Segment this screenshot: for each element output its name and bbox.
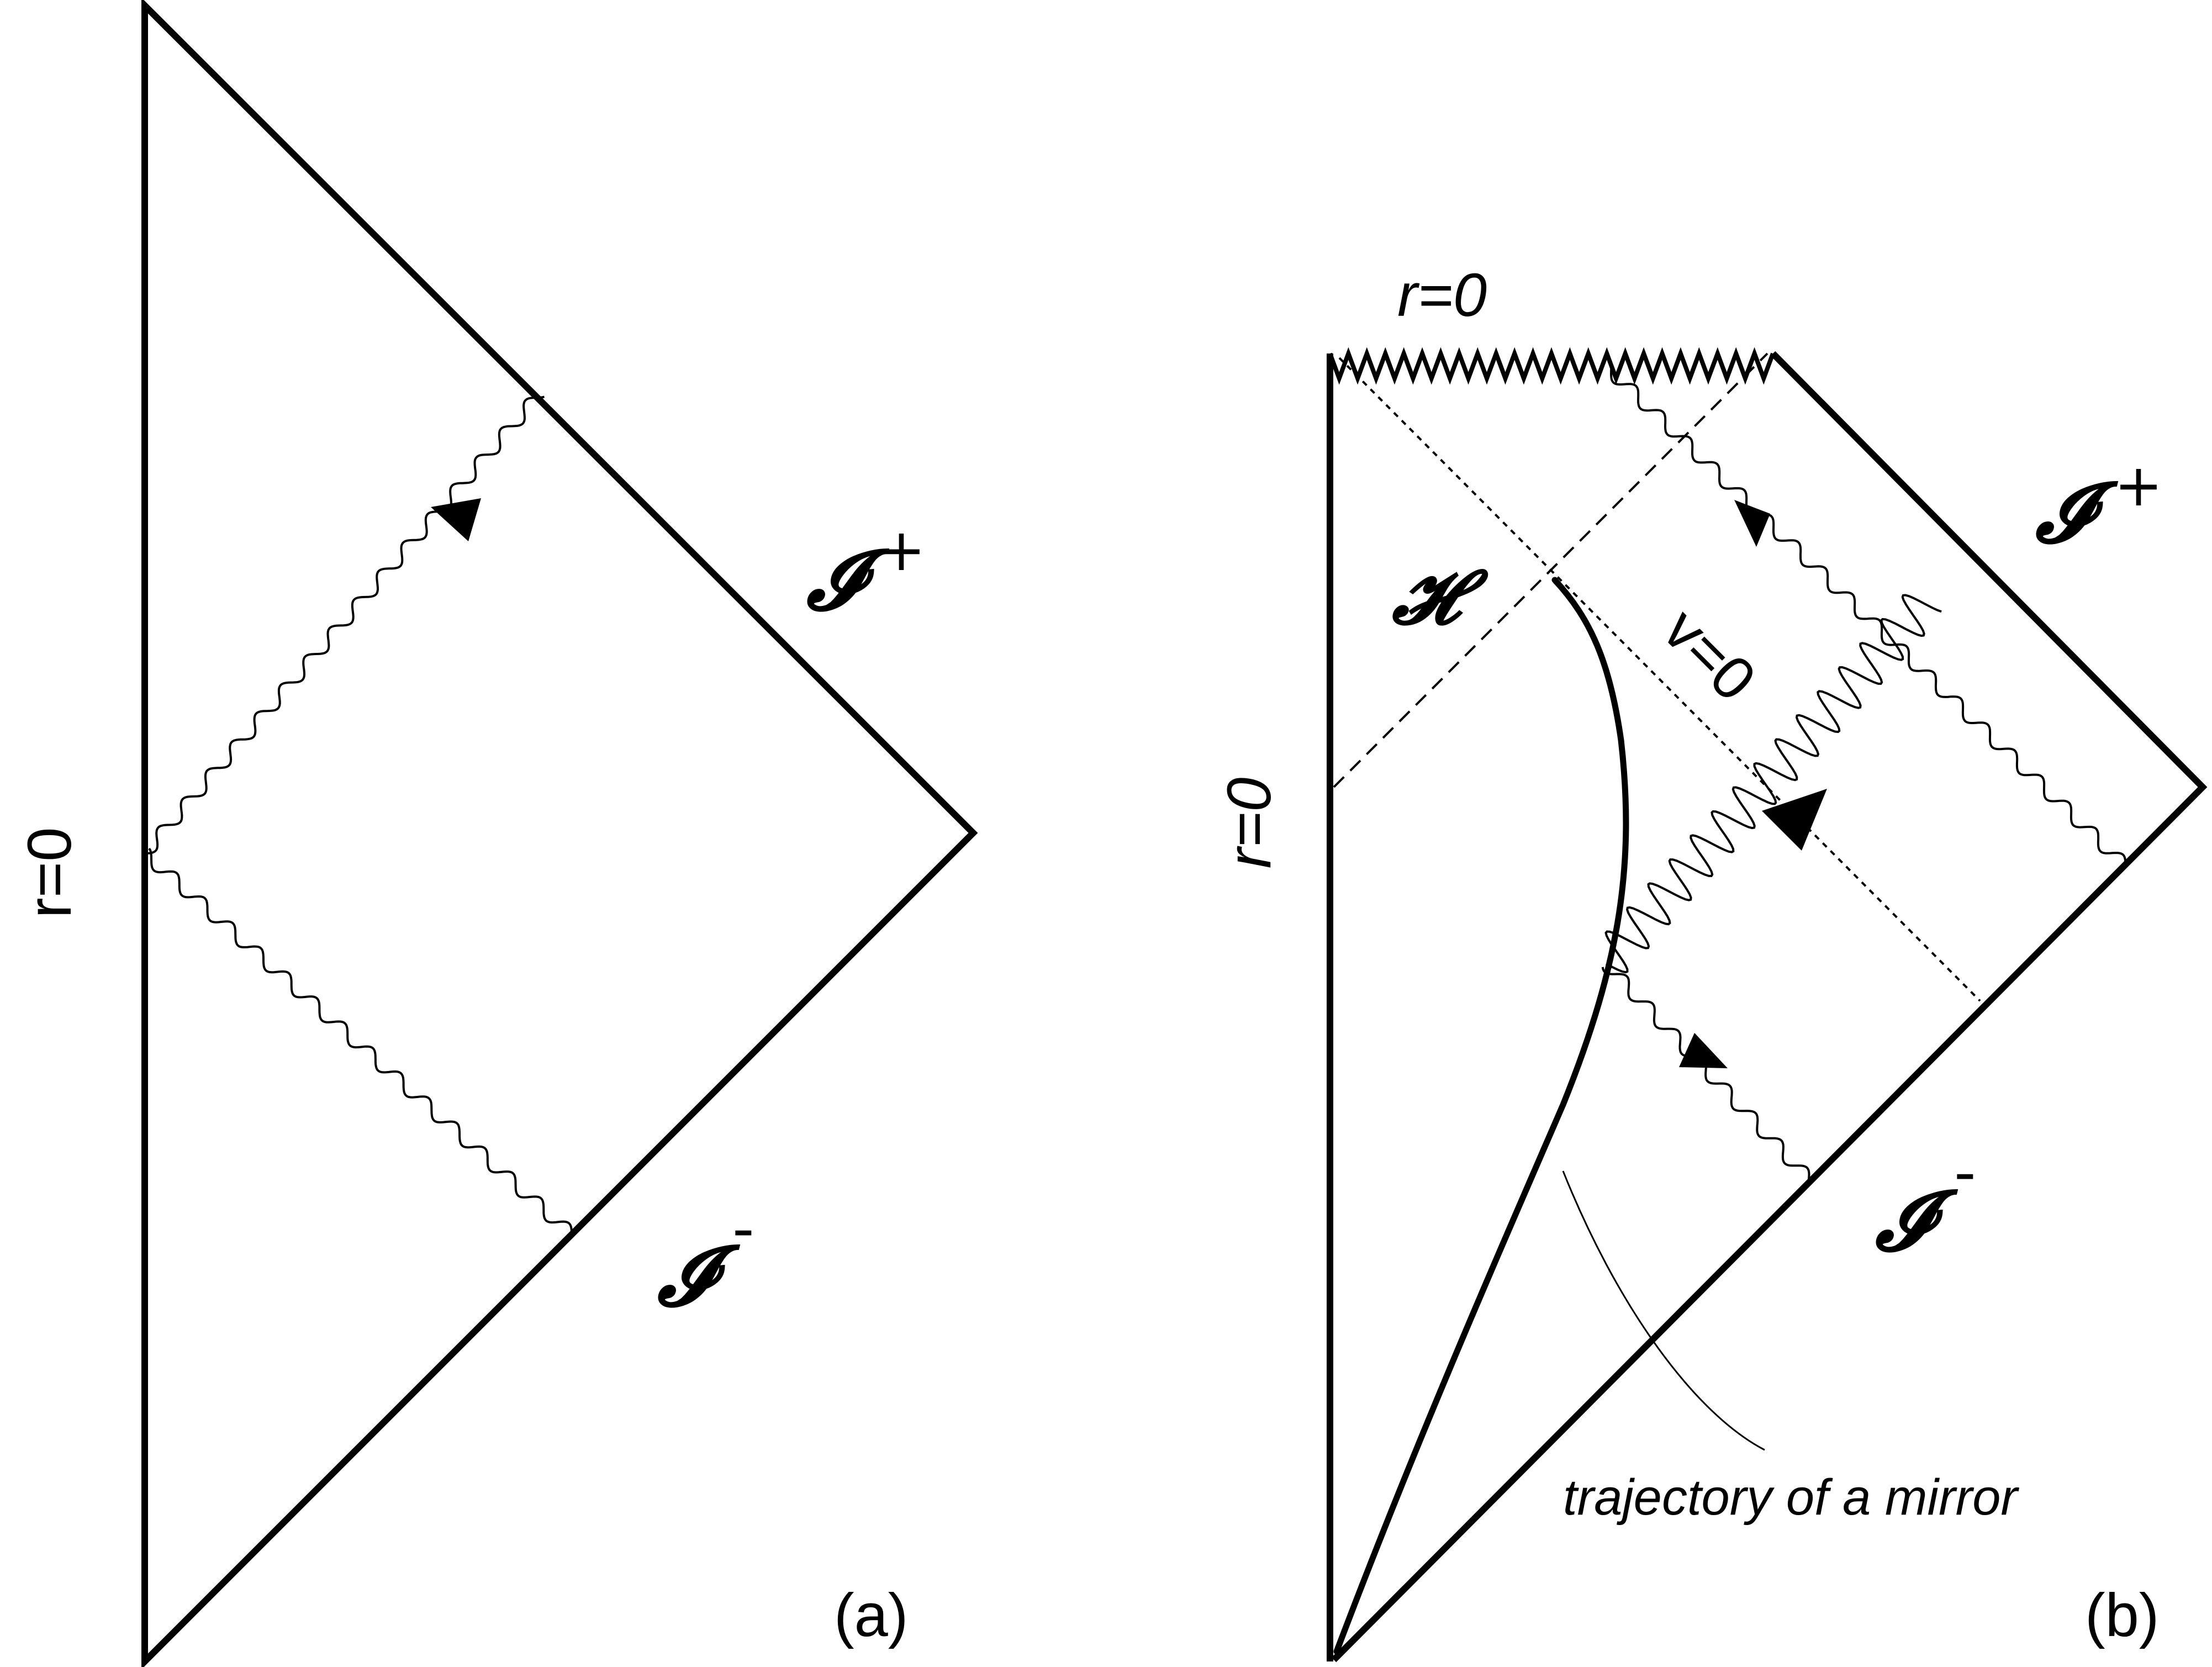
ray-incoming-b [1601,967,1810,1180]
panel-b [1327,347,2208,1663]
scri-plus-b: 𝓘 [2035,464,2119,561]
r0-label-b: r=0 [1215,778,1284,869]
mirror-label: trajectory of a mirror [1563,1469,2019,1526]
scri-minus-sign-a: - [732,1193,754,1264]
singularity-label: r=0 [1397,261,1487,329]
arrow-head-b-middle [1762,789,1827,851]
scri-minus-a: 𝓘 [657,1227,741,1325]
ray-late-infall [1609,368,2127,867]
ray-blueshifted [1604,594,1942,974]
r0-label-a: r=0 [15,827,84,919]
ray-outgoing-a [144,395,545,854]
arrow-head-b-upper [1734,500,1770,547]
scri-minus-b: 𝓘 [1875,1172,1958,1269]
arrow-head-b-lower [1679,1033,1728,1068]
minkowski-boundary [141,0,978,1667]
horizon-label: 𝓗 [1392,553,1489,641]
panel-label-a: (a) [834,1581,908,1649]
scri-plus-sign-b: + [2114,452,2163,519]
panel-label-b: (b) [2085,1581,2159,1649]
null-line-label: v=0 [1650,595,1769,714]
panel-a [141,0,978,1667]
scri-plus-sign-a: + [877,516,926,584]
arrow-head-a [431,498,481,541]
null-line-v0 [1338,357,1981,1002]
mirror-label-pointer [1562,1170,1765,1451]
ray-incoming-a [148,847,573,1235]
mirror-trajectory [1333,577,1629,1655]
outer-null-boundary-b [1331,351,2208,1663]
singularity-zigzag [1328,347,1775,385]
scri-minus-sign-b: - [1954,1137,1976,1207]
